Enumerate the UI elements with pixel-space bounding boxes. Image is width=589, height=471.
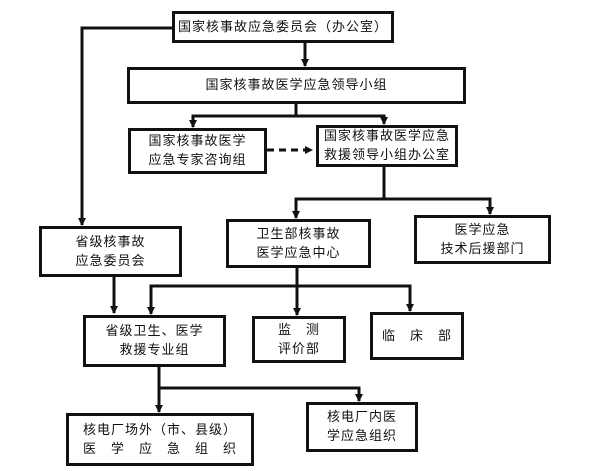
link-committee-provincial [78, 26, 172, 226]
node-provincial-health-team: 省级卫生、医学 救援专业组 [83, 315, 226, 367]
node-moh-center-line1: 卫生部核事故 [256, 226, 341, 242]
node-clinical-dept-label: 临 床 部 [381, 328, 452, 344]
node-medical-leading-group: 国家核事故医学应急领导小组 [127, 67, 466, 104]
link-moh-children [149, 267, 412, 315]
link-office-children [294, 166, 492, 218]
node-offsite-org-line2: 医 学 应 急 组 织 [82, 441, 237, 457]
node-leading-group-office: 国家核事故医学应急 救援领导小组办公室 [316, 125, 458, 167]
node-tech-support: 医学应急 技术后援部门 [414, 215, 551, 264]
node-expert-group-line1: 国家核事故医学 [148, 134, 247, 149]
node-offsite-org: 核电厂场外（市、县级） 医 学 应 急 组 织 [66, 413, 254, 466]
node-provincial-health-team-line2: 救援专业组 [119, 343, 190, 358]
node-clinical-dept: 临 床 部 [370, 312, 464, 360]
node-provincial-committee: 省级核事故 应急委员会 [39, 226, 182, 277]
node-onsite-org: 核电厂内医 学应急组织 [306, 402, 418, 452]
node-tech-support-line2: 技术后援部门 [440, 241, 525, 257]
node-medical-leading-group-label: 国家核事故医学应急领导小组 [205, 78, 388, 93]
node-moh-center-line2: 医学应急中心 [256, 245, 341, 261]
node-offsite-org-line1: 核电厂场外（市、县级） [82, 422, 237, 438]
node-onsite-org-line1: 核电厂内医 [326, 410, 397, 425]
node-tech-support-line1: 医学应急 [454, 222, 511, 238]
node-monitoring-dept-line1: 监 测 [277, 322, 320, 338]
node-leading-group-office-line2: 救援领导小组办公室 [323, 148, 450, 163]
link-leading-children [191, 103, 386, 127]
node-moh-center: 卫生部核事故 医学应急中心 [226, 219, 371, 268]
node-committee-label: 国家核事故应急委员会（办公室） [177, 19, 388, 35]
node-monitoring-dept: 监 测 评价部 [252, 316, 346, 363]
node-expert-group-line2: 应急专家咨询组 [148, 153, 247, 168]
node-leading-group-office-line1: 国家核事故医学应急 [323, 129, 450, 144]
node-provincial-committee-line2: 应急委员会 [75, 253, 146, 269]
node-committee: 国家核事故应急委员会（办公室） [172, 11, 394, 43]
node-expert-group: 国家核事故医学 应急专家咨询组 [128, 128, 267, 174]
node-provincial-committee-line1: 省级核事故 [75, 234, 146, 250]
node-provincial-health-team-line1: 省级卫生、医学 [105, 324, 204, 339]
node-onsite-org-line2: 学应急组织 [326, 429, 397, 444]
node-monitoring-dept-line2: 评价部 [277, 341, 320, 357]
